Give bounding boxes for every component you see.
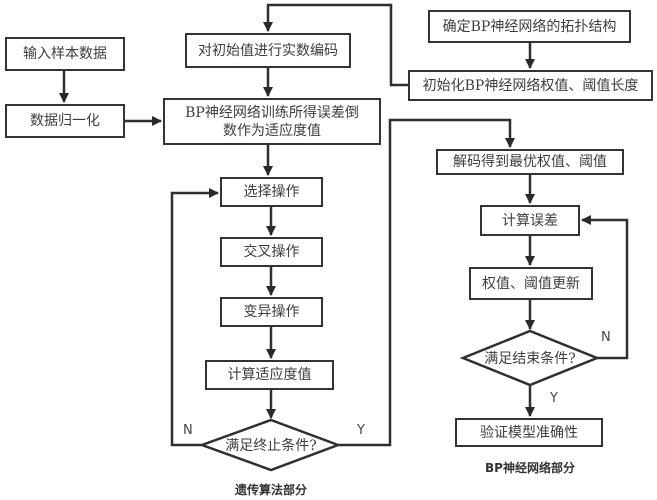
topology-text: 确定BP神经网络的拓扑结构 (442, 18, 617, 35)
select-text: 选择操作 (243, 184, 300, 200)
arrow-end-no-loop (581, 215, 629, 360)
arrow-terminate-yes-to-decode (338, 118, 515, 447)
encode-text: 对初始值进行实数编码 (198, 42, 338, 59)
select-box: 选择操作 (220, 177, 323, 207)
validate-text: 验证模型准确性 (480, 424, 578, 441)
terminate-diamond (198, 418, 342, 472)
calc-error-box: 计算误差 (480, 205, 580, 236)
end-check-text: 满足结束条件? (484, 351, 576, 367)
calc-fitness-box: 计算适应度值 (205, 360, 334, 390)
normalize-text: 数据归一化 (30, 113, 100, 129)
validate-box: 验证模型准确性 (455, 418, 603, 447)
decode-box: 解码得到最优权值、阈值 (436, 149, 624, 175)
arrow-init-to-encode (263, 3, 408, 87)
input-samples-box: 输入样本数据 (5, 37, 125, 71)
update-text: 权值、阈值更新 (482, 275, 580, 292)
encode-box: 对初始值进行实数编码 (185, 33, 351, 68)
arrow-terminate-no-loop (170, 188, 219, 447)
terminate-check-text: 满足终止条件? (225, 438, 317, 454)
terminate-yes-label: Y (357, 423, 365, 438)
mutation-text: 变异操作 (243, 304, 300, 320)
fitness-from-bp-box: BP神经网络训练所得误差倒数作为适应度值 (163, 98, 381, 145)
crossover-text: 交叉操作 (243, 244, 300, 260)
crossover-box: 交叉操作 (220, 237, 323, 267)
init-weights-text: 初始化BP神经网络权值、阈值长度 (422, 77, 639, 94)
calc-error-text: 计算误差 (502, 212, 558, 229)
fitness-from-bp-text: BP神经网络训练所得误差倒数作为适应度值 (185, 104, 359, 139)
normalize-box: 数据归一化 (5, 104, 125, 138)
input-samples-text: 输入样本数据 (23, 46, 107, 62)
terminate-no-label: N (183, 423, 193, 438)
update-box: 权值、阈值更新 (469, 267, 593, 300)
ga-section-caption: 遗传算法部分 (234, 483, 308, 497)
mutation-box: 变异操作 (220, 297, 323, 327)
init-weights-box: 初始化BP神经网络权值、阈值长度 (408, 70, 653, 101)
end-no-label: N (601, 330, 611, 345)
bp-section-caption: BP神经网络部分 (485, 461, 575, 475)
decode-text: 解码得到最优权值、阈值 (453, 154, 607, 170)
calc-fitness-text: 计算适应度值 (227, 367, 312, 383)
end-diamond (459, 329, 601, 387)
end-yes-label: Y (550, 391, 558, 406)
topology-box: 确定BP神经网络的拓扑结构 (428, 10, 631, 43)
